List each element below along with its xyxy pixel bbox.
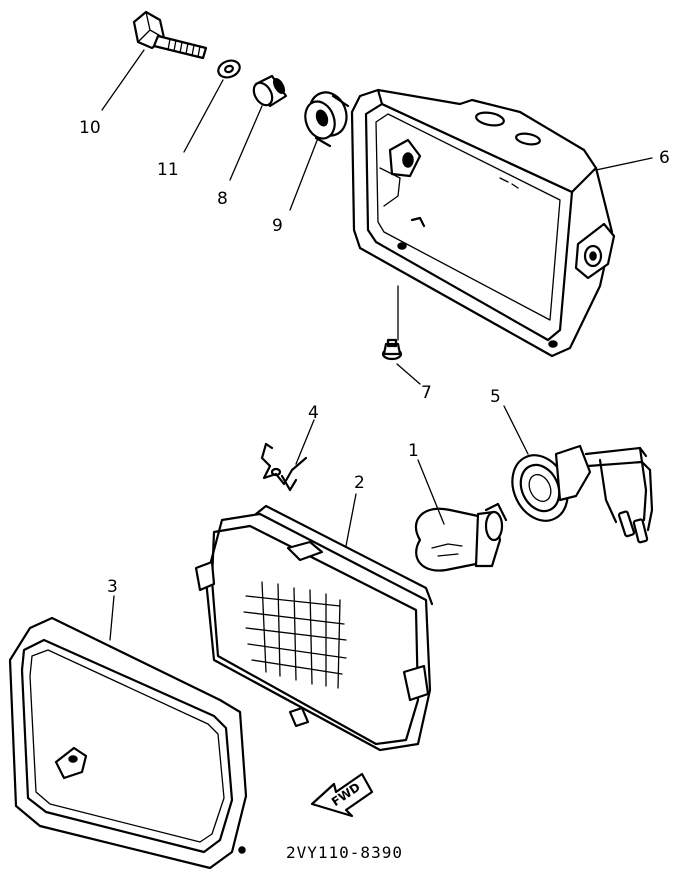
bulb-part-1: [414, 502, 508, 572]
bolt-part-10: [132, 10, 208, 60]
callout-1: 1: [408, 441, 419, 461]
bulb-socket-part-5: [511, 444, 654, 544]
callout-2: 2: [354, 473, 365, 493]
callout-5: 5: [490, 387, 501, 407]
spring-clip-part-4: [260, 442, 308, 492]
callout-labels: 10 11 8 9 6 7 4 5 1 2 3: [79, 118, 670, 597]
part-number-code: 2VY110-8390: [286, 843, 403, 862]
callout-3: 3: [107, 577, 118, 597]
bezel-frame-part-3: [8, 616, 248, 870]
callout-9: 9: [272, 216, 283, 236]
callout-10: 10: [79, 118, 101, 138]
leader-lines: [101, 49, 653, 641]
washer-part-11: [217, 59, 241, 79]
callout-4: 4: [308, 403, 319, 423]
screw-part-7: [381, 338, 403, 361]
collar-part-8: [252, 74, 288, 108]
callout-8: 8: [217, 189, 228, 209]
headlight-housing-part-6: [350, 88, 616, 358]
callout-7: 7: [421, 383, 432, 403]
forward-direction-arrow: FWD: [310, 772, 374, 818]
grommet-part-9: [304, 91, 350, 148]
lens-unit-part-2: [194, 504, 434, 752]
callout-6: 6: [659, 148, 670, 168]
callout-11: 11: [157, 160, 179, 180]
